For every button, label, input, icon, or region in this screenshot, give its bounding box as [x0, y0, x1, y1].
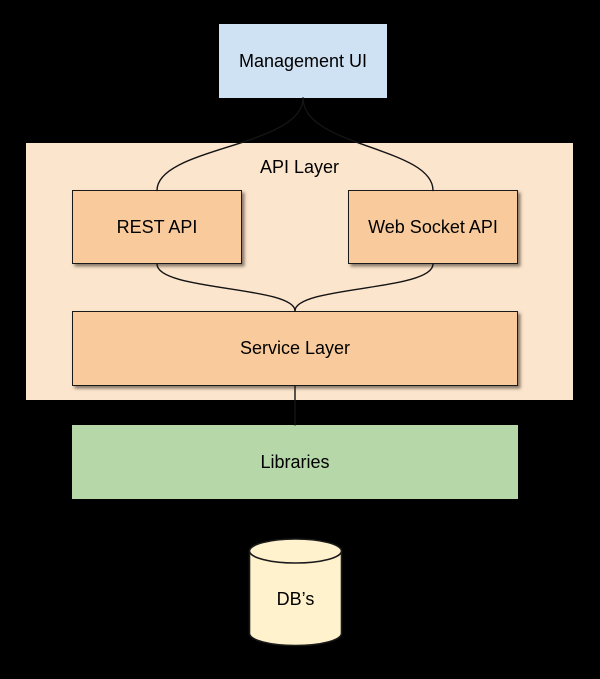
node-libraries: Libraries	[72, 425, 518, 499]
libraries-label: Libraries	[260, 451, 330, 472]
service-layer-label: Service Layer	[239, 338, 351, 358]
api-layer-label: API Layer	[259, 157, 340, 177]
web-socket-api-label: Web Socket API	[368, 216, 498, 237]
management-ui-label: Management UI	[238, 50, 368, 71]
node-management-ui: Management UI	[219, 24, 387, 98]
node-service-layer: Service Layer	[72, 311, 518, 386]
node-web-socket-api: Web Socket API	[348, 190, 518, 264]
database-cylinder-icon	[248, 538, 343, 647]
dbs-label: DB’s	[276, 588, 315, 609]
node-dbs: DB’s	[248, 538, 343, 647]
node-rest-api: REST API	[72, 190, 242, 264]
rest-api-label: REST API	[116, 216, 198, 237]
